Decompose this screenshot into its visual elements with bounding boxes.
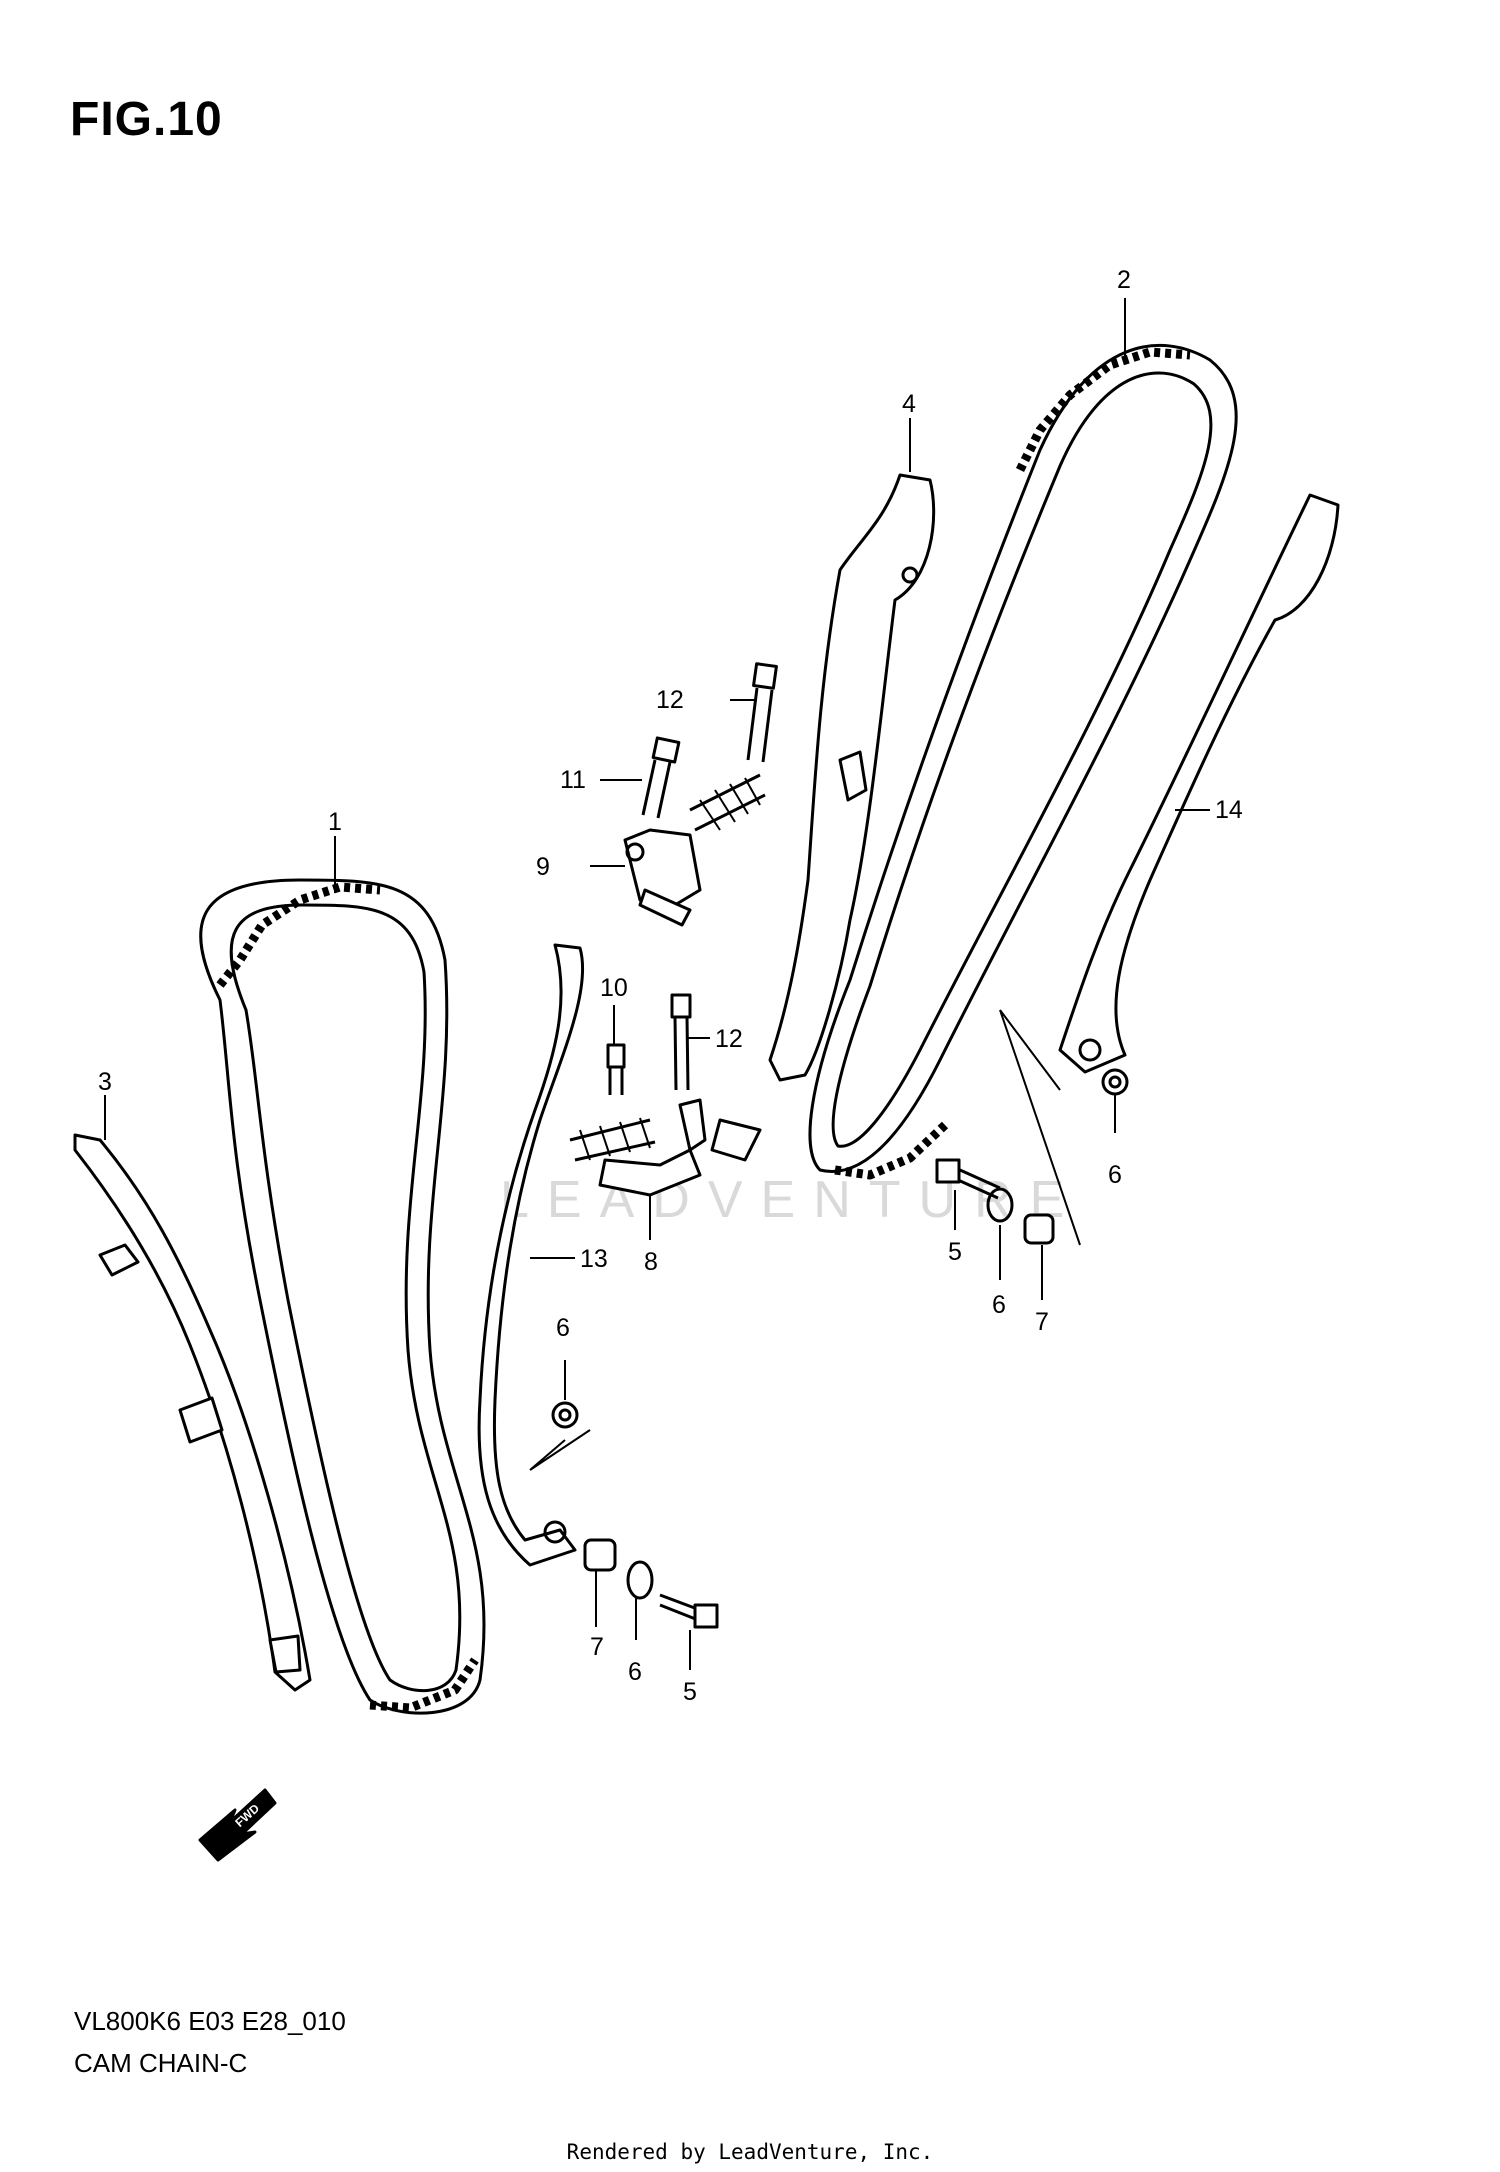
bolts[interactable] — [606, 662, 778, 1095]
tensioner-adjuster-lower[interactable] — [569, 1098, 762, 1197]
callout-7b: 7 — [590, 1633, 604, 1661]
callout-8: 8 — [644, 1248, 658, 1276]
callout-2: 2 — [1117, 266, 1131, 294]
model-code: VL800K6 E03 E28_010 — [74, 2006, 346, 2036]
callout-5b: 5 — [683, 1678, 697, 1706]
watermark-text: LEADVENTURE — [500, 1171, 1083, 1229]
callout-9: 9 — [536, 853, 550, 881]
chain-guide-right[interactable] — [768, 473, 936, 1082]
callout-4: 4 — [902, 390, 916, 418]
callout-10: 10 — [600, 974, 628, 1002]
callout-labels: 1 2 3 4 5 5 6 6 6 6 7 7 8 9 10 11 12 12 … — [98, 266, 1243, 1706]
fasteners-lower[interactable] — [551, 1401, 719, 1629]
tensioner-adjuster-upper[interactable] — [623, 773, 766, 927]
assembly-guide-lines — [529, 1009, 1081, 1471]
chain-guide-left[interactable] — [73, 1133, 312, 1692]
fwd-arrow-icon: FWD — [198, 1788, 277, 1862]
callout-12b: 12 — [715, 1025, 743, 1053]
callout-12a: 12 — [656, 686, 684, 714]
callout-14: 14 — [1215, 796, 1243, 824]
chain-tensioner-blade[interactable] — [477, 943, 585, 1567]
figure-title: FIG.10 — [70, 93, 223, 146]
section-name: CAM CHAIN-C — [74, 2048, 248, 2078]
cam-chain-left[interactable] — [199, 878, 486, 1715]
leader-lines — [104, 298, 1210, 1670]
callout-6c: 6 — [556, 1314, 570, 1342]
callout-11: 11 — [560, 766, 586, 794]
callout-6b: 6 — [992, 1291, 1006, 1319]
cam-chain-right[interactable] — [808, 343, 1238, 1180]
callout-13: 13 — [580, 1245, 608, 1273]
callout-5a: 5 — [948, 1238, 962, 1266]
footer-credit: Rendered by LeadVenture, Inc. — [566, 2140, 934, 2164]
callout-1: 1 — [328, 808, 342, 836]
callout-6d: 6 — [628, 1658, 642, 1686]
tensioner-blade-right[interactable] — [1058, 493, 1340, 1074]
callout-7a: 7 — [1035, 1308, 1049, 1336]
callout-3: 3 — [98, 1068, 112, 1096]
callout-6a: 6 — [1108, 1161, 1122, 1189]
fasteners-upper[interactable] — [935, 1068, 1129, 1245]
